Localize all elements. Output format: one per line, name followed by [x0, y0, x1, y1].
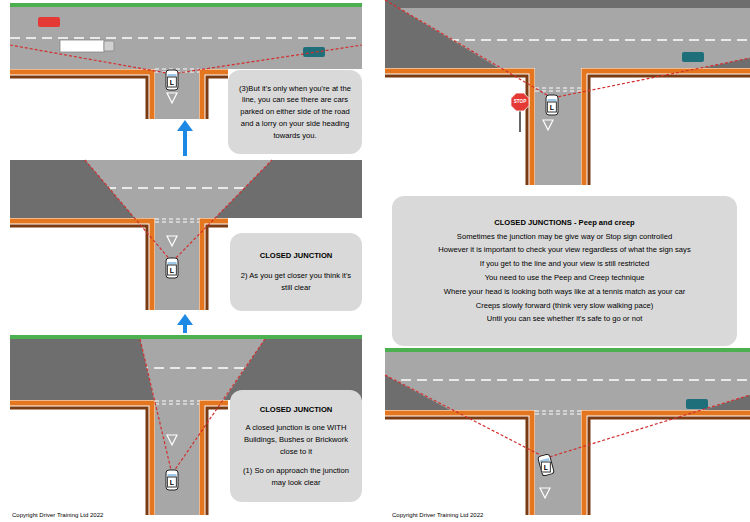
stop-sign-text: STOP	[514, 100, 526, 105]
callout-box: (3)But it's only when you're at the line…	[228, 70, 362, 154]
box-text: (1) So on approach the junction may look…	[238, 465, 354, 489]
callout-box: CLOSED JUNCTION A closed junction is one …	[230, 390, 362, 502]
callout-box: CLOSED JUNCTION 2) As you get closer you …	[230, 233, 362, 311]
learner-plate: L	[547, 102, 557, 113]
box-text: Sometimes the junction may be give way o…	[400, 231, 729, 243]
box-text: If you get to the line and your view is …	[400, 258, 729, 270]
box-heading: CLOSED JUNCTIONS - Peep and creep	[400, 217, 729, 229]
box-text: You need to use the Peep and Creep techn…	[400, 272, 729, 284]
box-text: Until you can see whether it's safe to g…	[400, 313, 729, 325]
scene-closer	[10, 160, 362, 310]
box-heading: CLOSED JUNCTION	[238, 250, 354, 262]
box-text: However it is important to check your vi…	[400, 244, 729, 256]
scene-peep-creep	[385, 348, 750, 515]
box-text: A closed junction is one WITH Buildings,…	[238, 422, 354, 457]
learner-plate: L	[167, 265, 177, 276]
box-heading: CLOSED JUNCTION	[238, 404, 354, 416]
box-text: (3)But it's only when you're at the line…	[236, 83, 354, 142]
scene-stop-junction	[385, 0, 750, 185]
learner-plate: L	[167, 77, 177, 88]
box-text: 2) As you get closer you think it's stil…	[238, 270, 354, 294]
copyright-note: Copyright Driver Training Ltd 2022	[392, 512, 483, 518]
box-text: Where your head is looking both ways lik…	[400, 286, 729, 298]
learner-plate: L	[167, 477, 177, 488]
box-text: Creeps slowly forward (think very slow w…	[400, 300, 729, 312]
scene-approach	[10, 335, 362, 515]
copyright-note: Copyright Driver Training Ltd 2022	[12, 512, 103, 518]
learner-plate: L	[541, 462, 551, 473]
callout-box: CLOSED JUNCTIONS - Peep and creepSometim…	[392, 196, 737, 346]
